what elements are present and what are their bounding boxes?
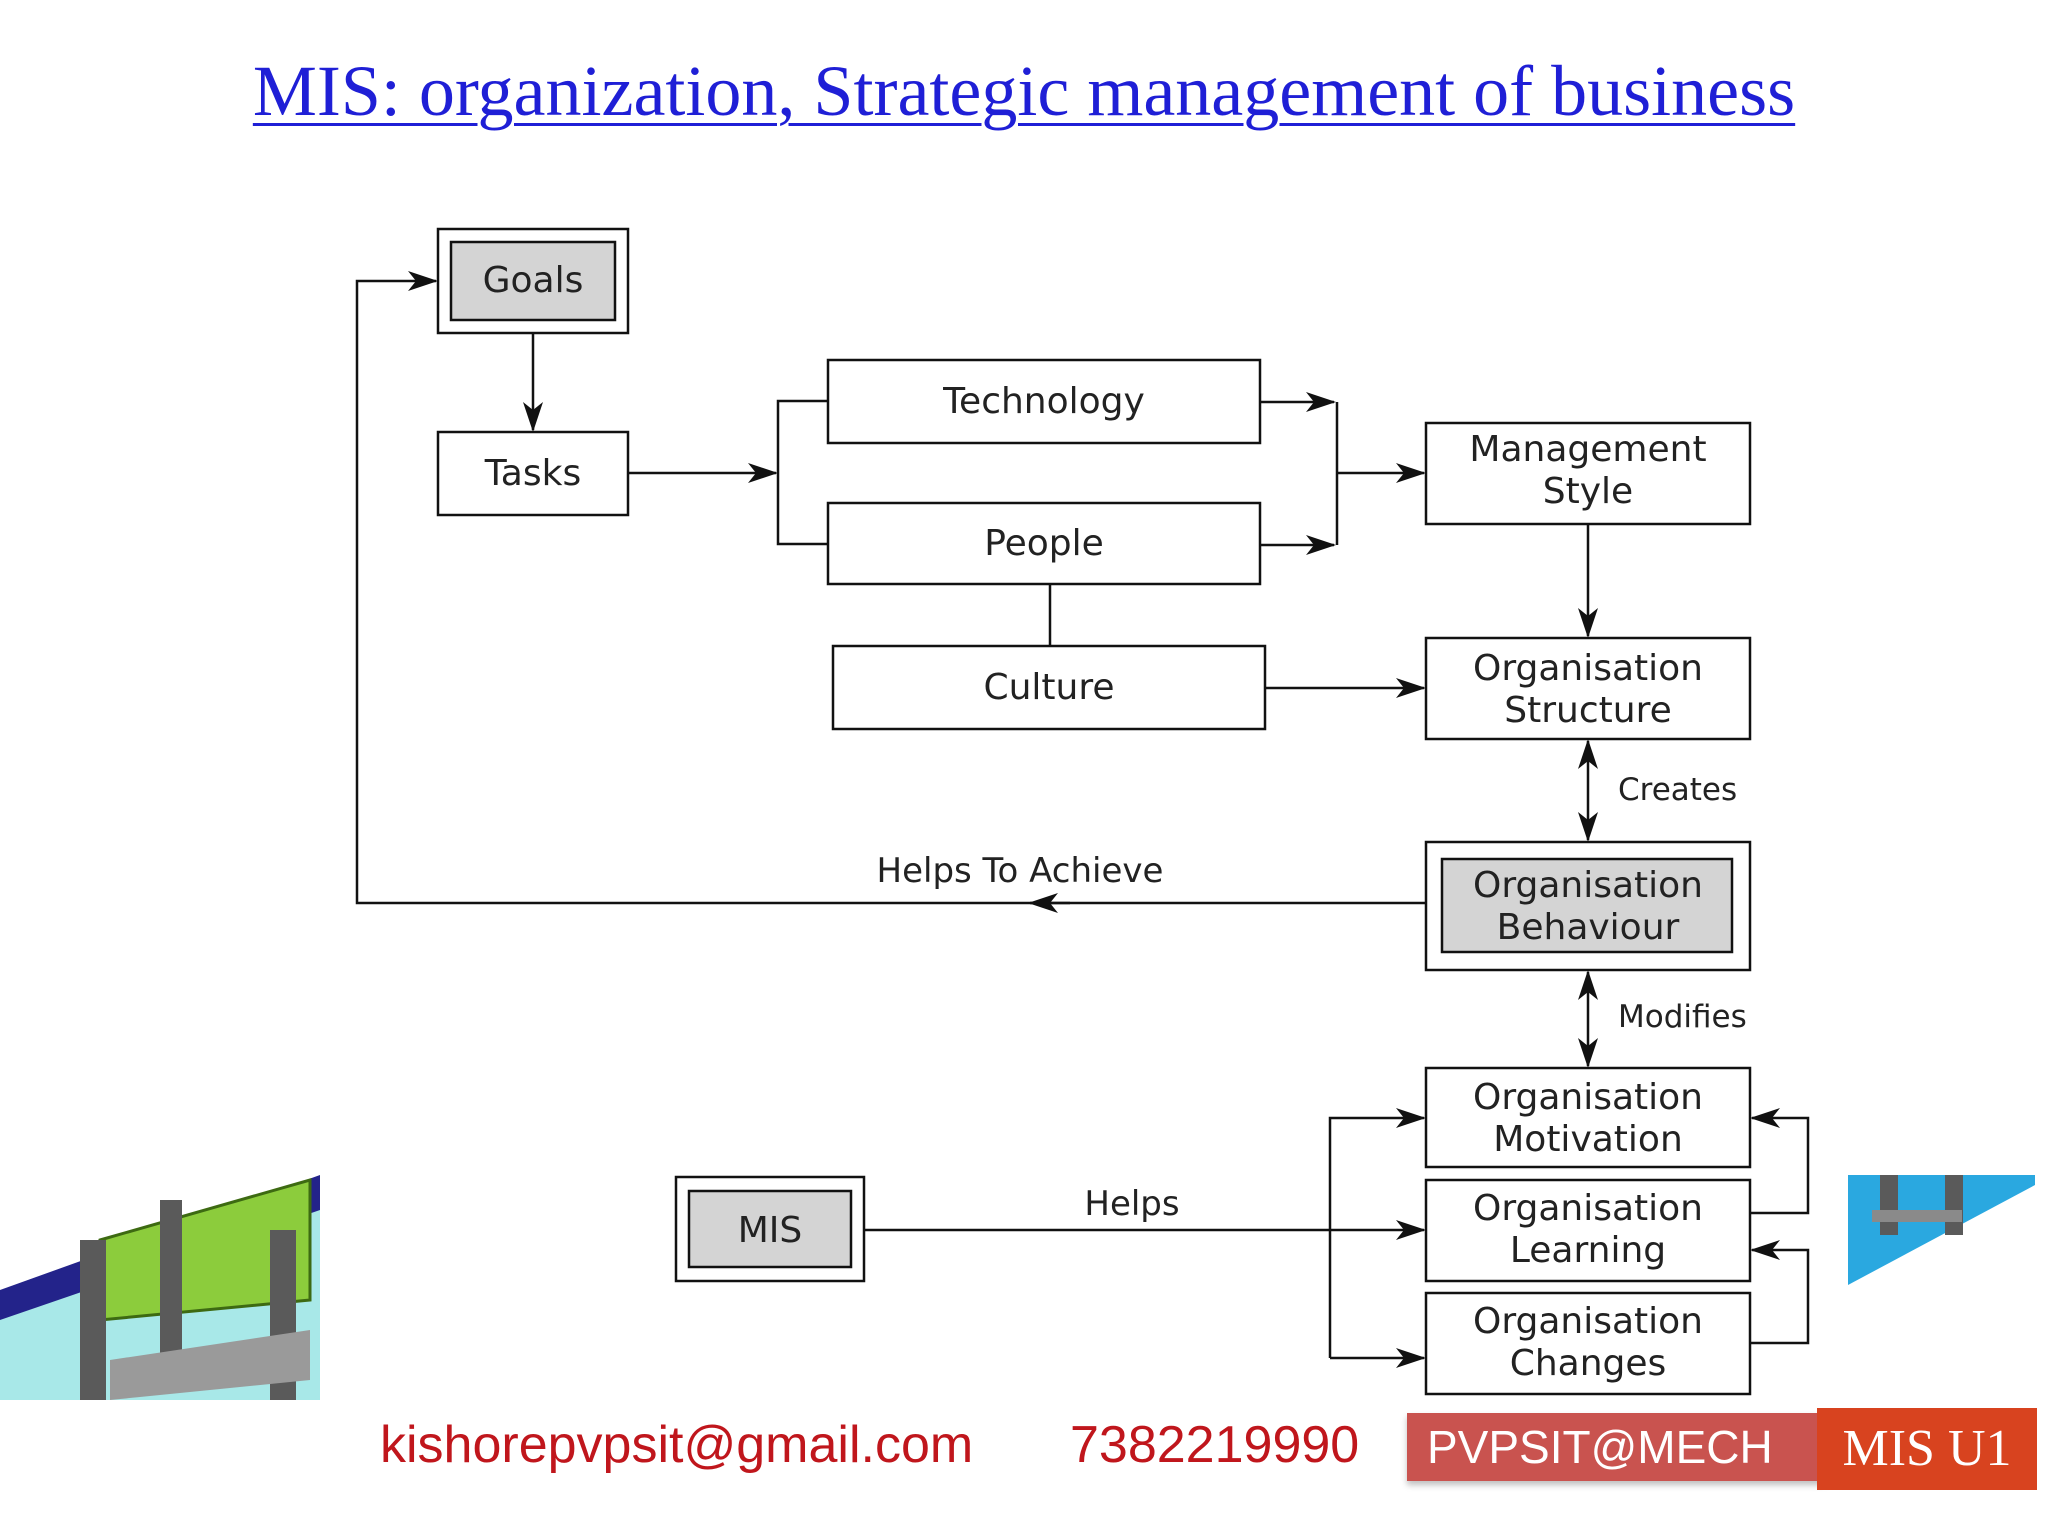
node-culture: Culture — [831, 644, 1267, 731]
node-org-changes: Organisation Changes — [1424, 1291, 1752, 1396]
node-org-changes-line2: Changes — [1510, 1343, 1667, 1384]
org-diagram: Goals Tasks Technology People Culture Ma… — [0, 227, 2035, 1400]
connectors — [355, 271, 1810, 1368]
edge-learning-motivation — [1750, 1108, 1810, 1215]
node-tasks-label: Tasks — [484, 453, 581, 494]
node-org-structure: Organisation Structure — [1424, 636, 1752, 741]
node-org-structure-line1: Organisation — [1473, 648, 1703, 689]
node-management-style-line1: Management — [1469, 429, 1706, 470]
node-org-changes-line1: Organisation — [1473, 1301, 1703, 1342]
node-people-label: People — [984, 523, 1104, 564]
clipart-shelves-left — [0, 1175, 320, 1400]
edge-label-creates: Creates — [1618, 772, 1737, 808]
edge-label-helps: Helps — [1084, 1184, 1179, 1224]
node-technology-label: Technology — [942, 381, 1145, 422]
footer-unit: MIS U1 — [1817, 1408, 2037, 1490]
page-title: MIS: organization, Strategic management … — [252, 51, 1796, 131]
node-org-learning: Organisation Learning — [1424, 1178, 1752, 1283]
node-goals-label: Goals — [483, 260, 584, 301]
footer-email: kishorepvpsit@gmail.com — [380, 1416, 974, 1474]
node-mis-label: MIS — [738, 1210, 803, 1251]
node-management-style: Management Style — [1424, 421, 1752, 526]
node-org-motivation-line2: Motivation — [1493, 1119, 1683, 1160]
node-mis: MIS — [674, 1175, 866, 1283]
node-technology: Technology — [826, 358, 1262, 445]
clipart-shelves-right — [1848, 1175, 2035, 1285]
node-org-learning-line1: Organisation — [1473, 1188, 1703, 1229]
node-tasks: Tasks — [436, 430, 630, 517]
node-org-behaviour: Organisation Behaviour — [1424, 840, 1752, 972]
edge-mis-motivation — [1328, 1108, 1426, 1358]
node-org-behaviour-line1: Organisation — [1473, 865, 1703, 906]
edge-changes-learning — [1750, 1240, 1810, 1345]
node-org-structure-line2: Structure — [1504, 690, 1671, 731]
node-culture-label: Culture — [983, 667, 1114, 708]
edge-split-bracket — [776, 399, 828, 546]
footer-phone: 7382219990 — [1070, 1416, 1360, 1474]
node-org-motivation-line1: Organisation — [1473, 1077, 1703, 1118]
edge-label-modifies: Modifies — [1618, 999, 1747, 1035]
node-goals: Goals — [436, 227, 630, 335]
footer-badge: PVPSIT@MECH — [1407, 1413, 1827, 1481]
node-org-learning-line2: Learning — [1510, 1230, 1666, 1271]
node-org-motivation: Organisation Motivation — [1424, 1066, 1752, 1169]
node-people: People — [826, 501, 1262, 586]
node-org-behaviour-line2: Behaviour — [1497, 907, 1680, 948]
edge-label-helps-to-achieve: Helps To Achieve — [877, 851, 1164, 891]
edge-behaviour-goals — [355, 271, 1426, 905]
node-management-style-line2: Style — [1543, 471, 1633, 512]
